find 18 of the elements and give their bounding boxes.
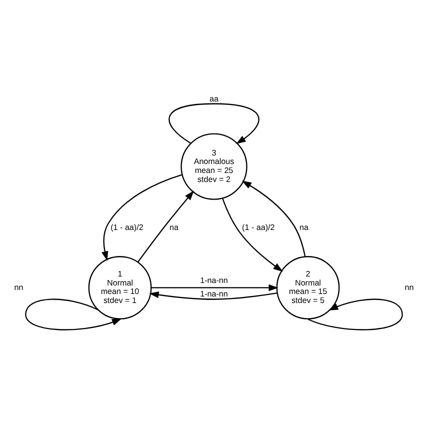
edge-label: na bbox=[170, 222, 178, 232]
node-circle: 1 Normal mean = 10 stdev = 1 bbox=[88, 256, 152, 320]
edge-label: (1 - aa)/2 bbox=[110, 222, 144, 232]
arrow bbox=[102, 174, 182, 261]
edge-label: 1-na-nn bbox=[200, 289, 228, 298]
edge-label: nn bbox=[14, 282, 24, 292]
edge-label: na bbox=[299, 222, 308, 232]
arrow bbox=[25, 298, 122, 330]
arrow bbox=[149, 291, 278, 300]
arrow bbox=[151, 284, 278, 292]
arrow bbox=[168, 103, 260, 144]
arrow bbox=[138, 190, 194, 262]
arrow bbox=[222, 198, 283, 272]
edge-label: (1 - aa)/2 bbox=[242, 222, 275, 232]
edge-label: 1-na-nn bbox=[200, 276, 228, 286]
edge-label: nn bbox=[404, 282, 414, 292]
arrow bbox=[242, 180, 306, 257]
edge-label: aa bbox=[210, 94, 218, 104]
